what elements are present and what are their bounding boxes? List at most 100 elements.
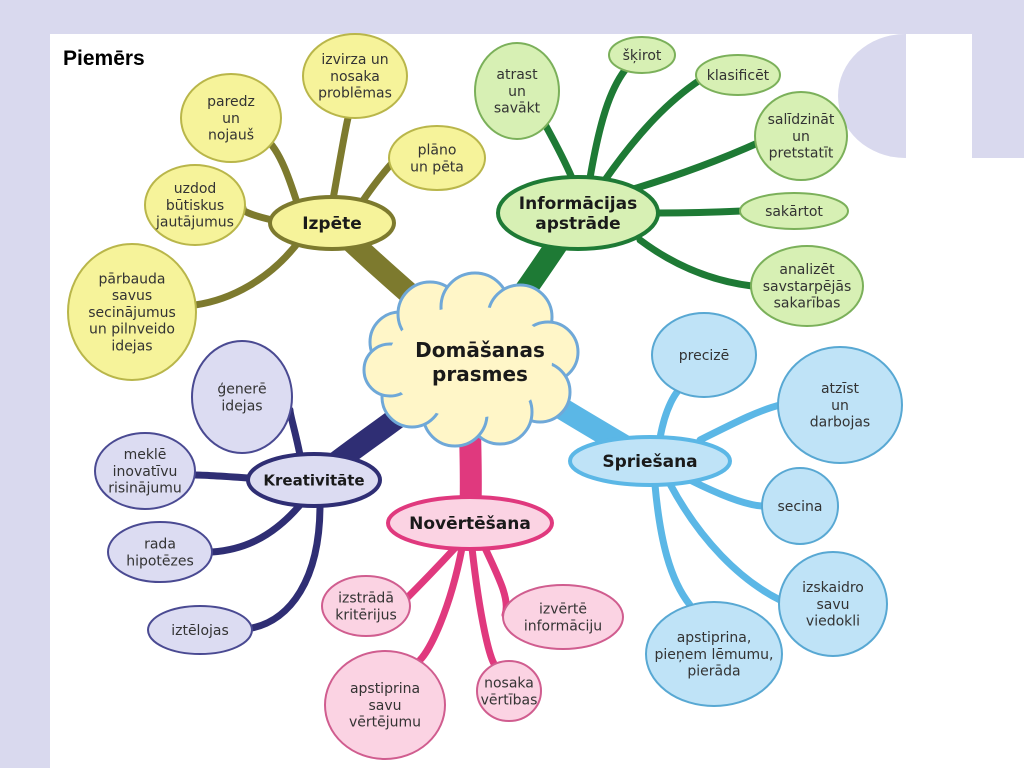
node-text-line: izskaidro — [802, 580, 864, 596]
leaf-bubble — [754, 91, 848, 181]
node-text-line: idejas — [221, 398, 262, 414]
novertesana-connector — [468, 544, 499, 669]
node-text-line: nojauš — [208, 128, 254, 144]
node-text-line: Domāšanas — [415, 338, 545, 362]
leaf-bubble — [144, 164, 246, 246]
node-text-line: plāno — [418, 143, 457, 159]
node-text-line: Spriešana — [602, 452, 697, 472]
hub-bubble — [268, 195, 396, 251]
node-text-line: apstiprina — [350, 681, 420, 697]
node-text-line: un pilnveido — [89, 322, 175, 338]
leaf-bubble — [324, 650, 446, 760]
leaf-bubble — [695, 54, 781, 96]
node-text-line: salīdzināt — [768, 112, 835, 128]
spriesana-hub: Spriešana — [568, 435, 732, 487]
spriesana-connector — [686, 476, 766, 510]
left-band — [0, 0, 50, 768]
node-text-line: rada — [144, 537, 176, 553]
node-text-line: Informācijas — [519, 194, 637, 214]
leaf-bubble — [474, 42, 560, 140]
node-text-line: izvirza un — [321, 52, 388, 68]
kreativitate-connector — [191, 471, 252, 482]
node-text-line: pierāda — [687, 664, 740, 680]
node-text-line: savu — [368, 698, 401, 714]
leaf-bubble — [191, 340, 293, 454]
node-text-line: klasificēt — [707, 68, 770, 84]
informacija-connector — [601, 76, 704, 184]
node-text-line: darbojas — [810, 415, 870, 431]
leaf-bubble — [302, 33, 408, 119]
node-text-line: secinājumus — [88, 305, 176, 321]
hub-bubble — [386, 495, 554, 551]
informacija-leaf-node: sakārtot — [739, 192, 849, 230]
node-text-line: nosaka — [484, 676, 534, 692]
informacija-leaf-node: šķirot — [608, 36, 676, 74]
cloud-core — [388, 306, 552, 418]
leaf-bubble — [67, 243, 197, 381]
node-text-line: savstarpējās — [763, 279, 852, 295]
novertesana-connector — [416, 544, 466, 664]
node-text-line: apstrāde — [535, 214, 620, 234]
hub-bubble — [246, 452, 382, 508]
node-text-line: Izpēte — [302, 214, 362, 234]
leaf-bubble — [502, 584, 624, 650]
node-text-line: pieņem lēmumu, — [655, 647, 774, 663]
node-text-line: ģenerē — [217, 382, 266, 398]
leaf-bubble — [476, 660, 542, 722]
node-text-line: savu — [816, 597, 849, 613]
spriesana-leaf-node: precizē — [651, 312, 757, 398]
node-text-line: kritērijus — [335, 607, 397, 623]
node-text-line: sakārtot — [765, 204, 823, 220]
kreativitate-leaf-node: iztēlojas — [147, 605, 253, 655]
leaf-bubble — [778, 551, 888, 657]
leaf-bubble — [761, 467, 839, 545]
informacija-connector — [654, 207, 746, 217]
node-text-line: vērtības — [481, 692, 538, 708]
kreativitate-connector — [248, 501, 324, 632]
leaf-bubble — [651, 312, 757, 398]
node-text-line: informāciju — [524, 618, 602, 634]
leaf-bubble — [94, 432, 196, 510]
node-text-line: savākt — [494, 101, 541, 117]
spriesana-leaf-node: secina — [761, 467, 839, 545]
informacija-connector — [636, 236, 756, 290]
node-text-line: un — [222, 111, 240, 127]
node-text-line: izstrādā — [338, 591, 394, 607]
node-text-line: prasmes — [432, 362, 528, 386]
novertesana-connector — [481, 544, 510, 619]
node-text-line: izvērtē — [539, 602, 587, 618]
leaf-bubble — [739, 192, 849, 230]
slide-title: Piemērs — [63, 47, 145, 70]
spriesana-connector — [696, 401, 784, 444]
node-text-line: meklē — [124, 447, 167, 463]
hub-bubble — [496, 175, 660, 251]
informacija-connector — [586, 66, 629, 182]
node-text-line: Kreativitāte — [263, 471, 364, 489]
izpete-connector — [328, 114, 352, 209]
node-text-line: hipotēzes — [126, 553, 194, 569]
leaf-bubble — [388, 125, 486, 191]
node-text-line: savus — [112, 288, 152, 304]
leaf-bubble — [107, 521, 213, 583]
top-band — [0, 0, 1024, 34]
informacija-leaf-node: klasificēt — [695, 54, 781, 96]
leaf-bubble — [180, 73, 282, 163]
node-text-line: viedokli — [806, 614, 860, 630]
leaf-bubble — [777, 346, 903, 464]
izpete-connector — [191, 236, 304, 309]
node-text-line: uzdod — [174, 181, 217, 197]
